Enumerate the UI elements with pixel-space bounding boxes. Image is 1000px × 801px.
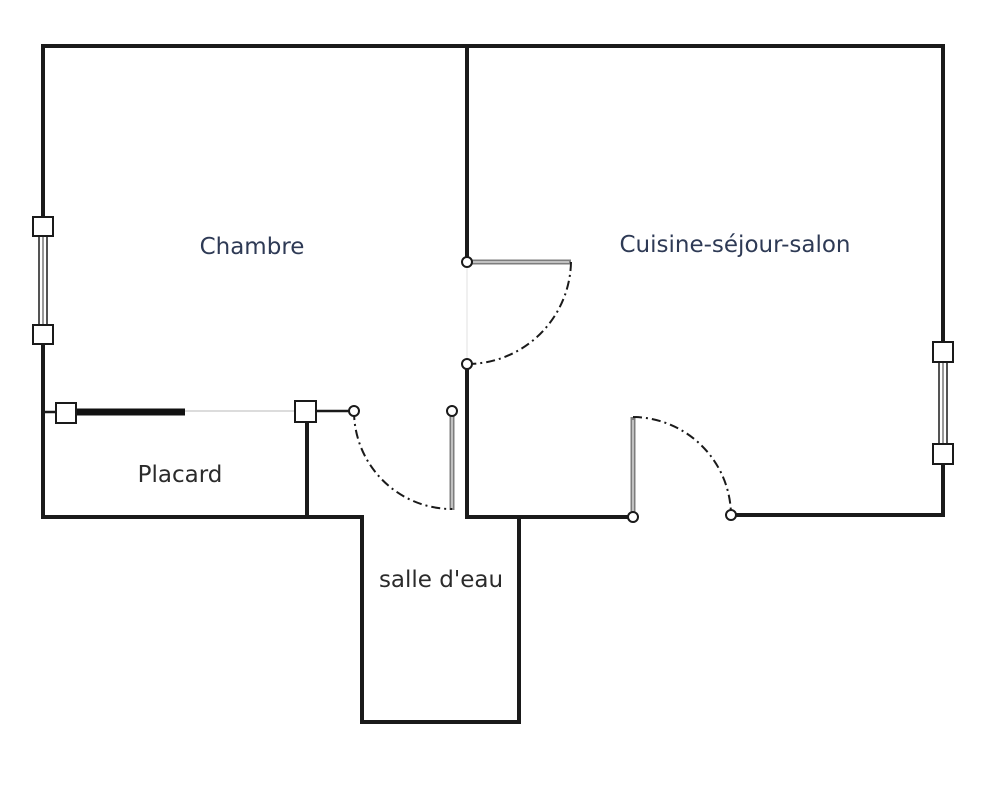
bedroom-door-hinge bbox=[461, 256, 473, 268]
entrance-door-stop bbox=[725, 509, 737, 521]
room-label-placard: Placard bbox=[138, 462, 223, 488]
sliding-door-left-jamb bbox=[55, 402, 77, 424]
closet-sliding-door bbox=[55, 400, 317, 424]
left-window-top-jamb bbox=[32, 216, 54, 237]
walls bbox=[41, 44, 945, 724]
bedroom-door-swing bbox=[466, 261, 572, 365]
room-label-salle-d-eau: salle d'eau bbox=[379, 567, 503, 593]
room-label-chambre: Chambre bbox=[200, 234, 305, 260]
entrance-door-swing bbox=[632, 416, 732, 516]
right-window bbox=[932, 341, 954, 465]
bedroom-door-stop bbox=[461, 358, 473, 370]
left-window bbox=[32, 216, 54, 345]
bathroom-door-hinge bbox=[446, 405, 458, 417]
bathroom-door-stop bbox=[348, 405, 360, 417]
right-window-top-jamb bbox=[932, 341, 954, 363]
bathroom-door-swing bbox=[353, 410, 453, 510]
bathroom-door bbox=[348, 405, 458, 510]
room-label-cuisine-sejour-salon: Cuisine-séjour-salon bbox=[620, 232, 851, 258]
bedroom-door bbox=[461, 256, 572, 370]
sliding-door-right-jamb bbox=[294, 400, 317, 423]
left-window-bottom-jamb bbox=[32, 324, 54, 345]
right-window-bottom-jamb bbox=[932, 443, 954, 465]
entrance-door bbox=[627, 416, 737, 523]
entrance-door-hinge bbox=[627, 511, 639, 523]
